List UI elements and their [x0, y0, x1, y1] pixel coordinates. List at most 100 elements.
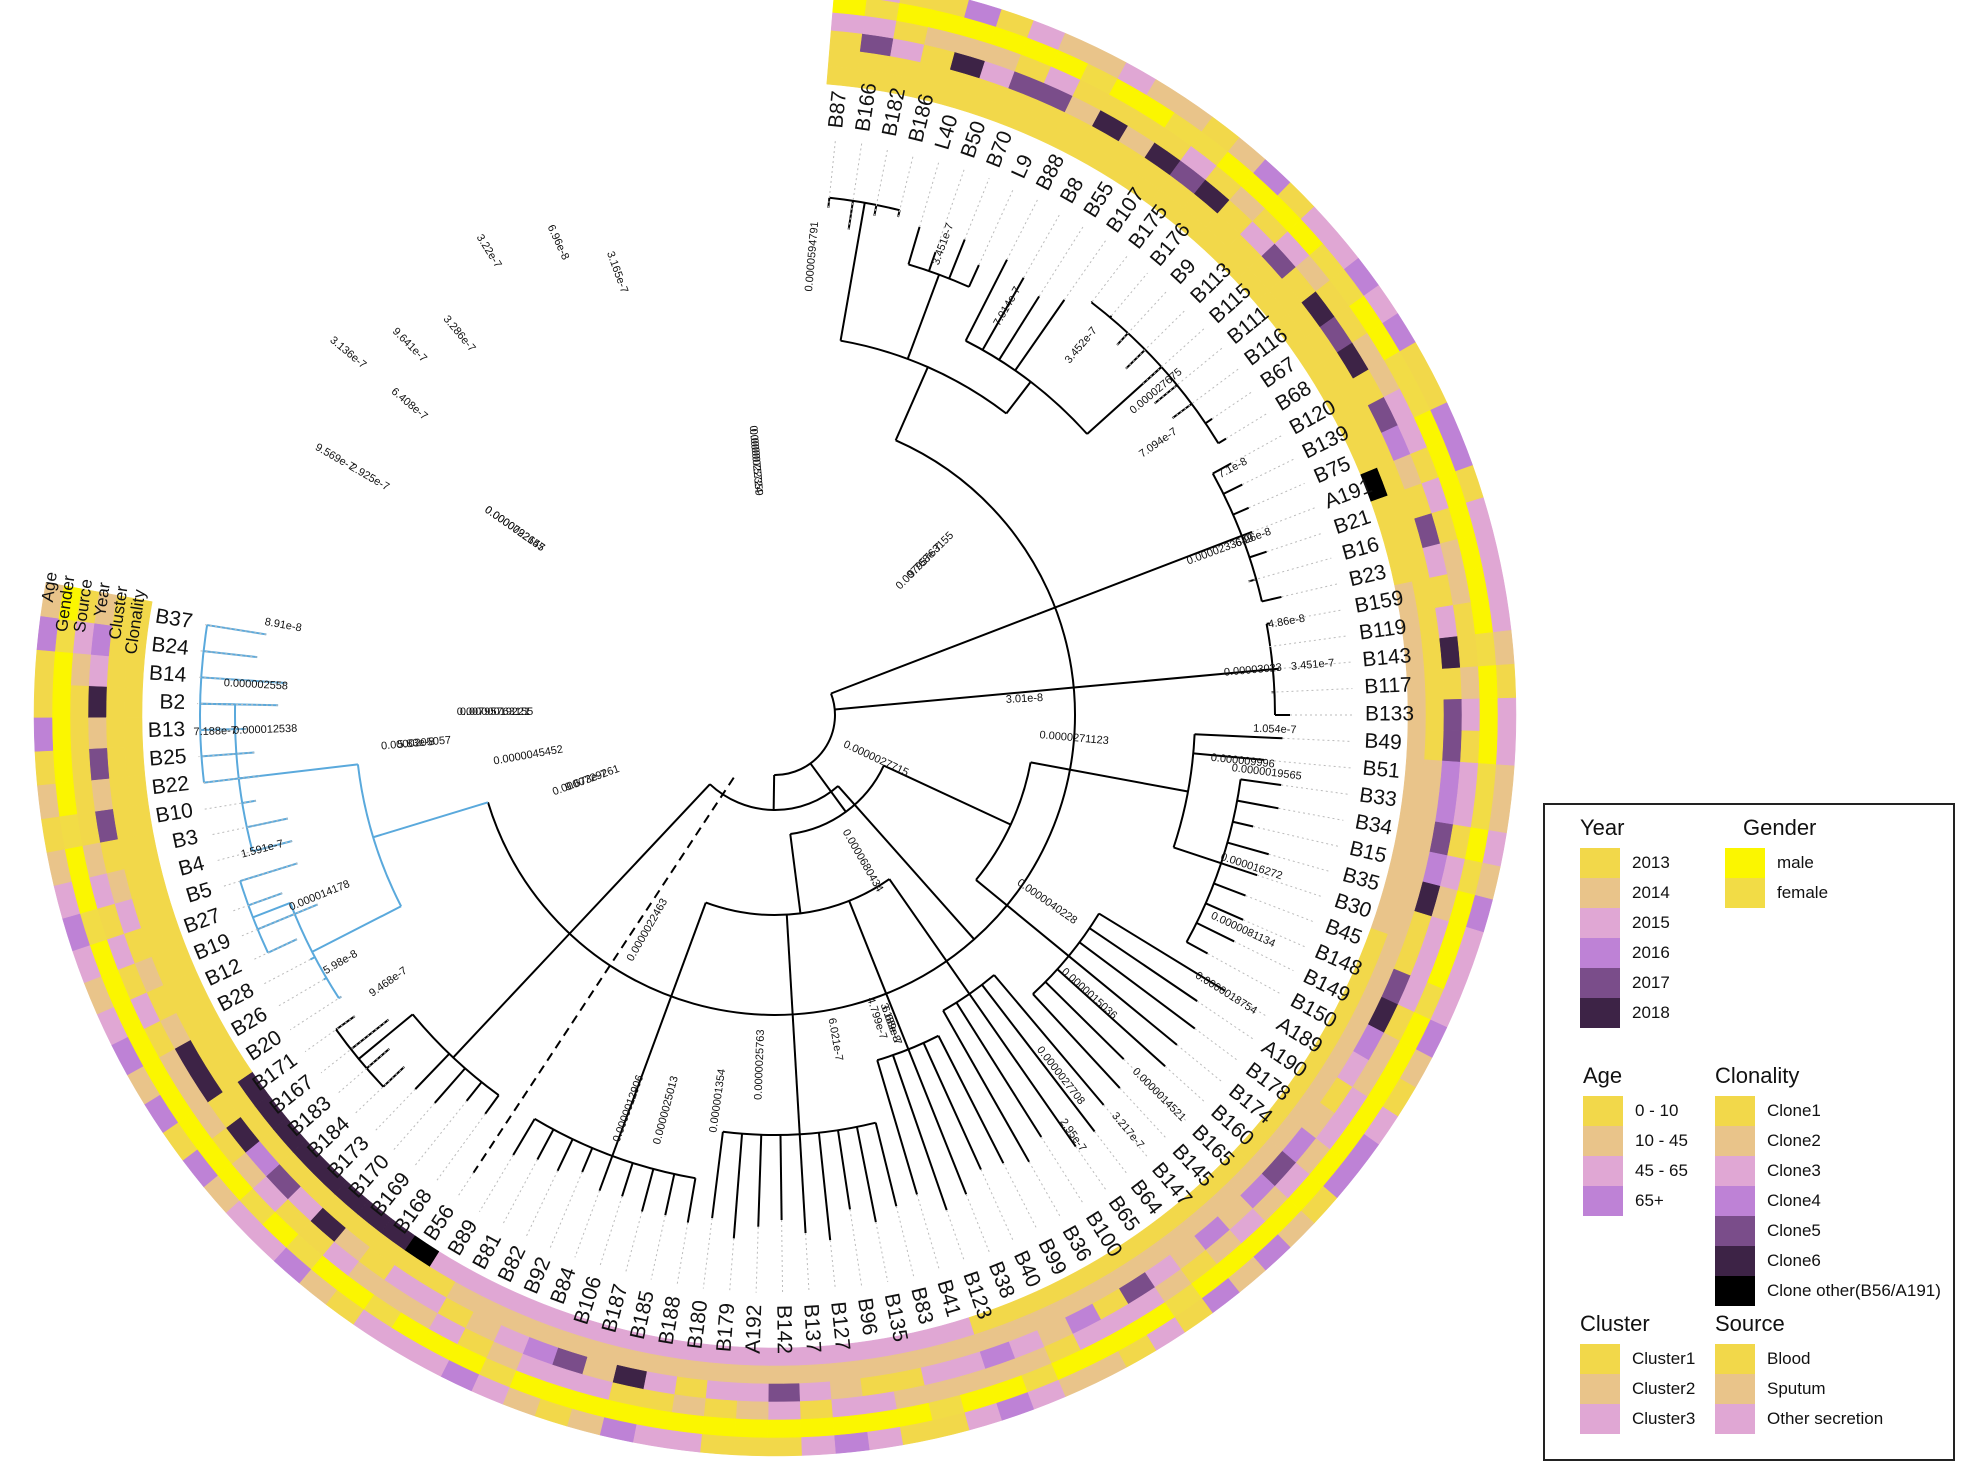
- ring-cell-cluster: [105, 686, 125, 718]
- branch-B75: [1232, 506, 1250, 516]
- branch-B150: [1186, 941, 1209, 955]
- branch-length-label: 3.451e-7: [930, 222, 956, 267]
- leaf-guide: [1075, 1146, 1106, 1190]
- ring-cell-source: [69, 716, 90, 750]
- branch-B89: [512, 1118, 536, 1156]
- leaf-label-B87: B87: [824, 90, 851, 130]
- leaf-label-B25: B25: [148, 745, 187, 771]
- branch-internal: [1005, 381, 1032, 415]
- branch-internal: [452, 932, 571, 1059]
- branch-B174: [1068, 955, 1178, 1046]
- legend-swatch: [1715, 1404, 1755, 1434]
- leaf-guide: [624, 1211, 643, 1274]
- leaf-guide: [964, 177, 990, 240]
- branch-internal: [888, 878, 971, 995]
- ring-cell-year: [768, 1383, 800, 1403]
- leaf-label-B180: B180: [683, 1299, 712, 1351]
- branch-arc: [487, 439, 1076, 1016]
- ring-cell-source: [1460, 730, 1481, 764]
- ring-cell-cluster: [737, 1364, 769, 1385]
- branch-B175: [1090, 301, 1093, 304]
- leaf-label-B21: B21: [1331, 505, 1374, 539]
- branch-length-label: 0.000012538: [233, 723, 298, 737]
- branch-B84: [598, 1155, 614, 1192]
- branch-B65: [968, 993, 1077, 1148]
- legend-year-title: Year: [1580, 815, 1625, 840]
- leaf-guide: [215, 840, 293, 862]
- legend-label: Cluster3: [1632, 1409, 1696, 1428]
- ring-cell-clonality: [1403, 758, 1425, 790]
- leaf-label-B188: B188: [655, 1294, 686, 1346]
- legend-swatch: [1715, 1216, 1755, 1246]
- branch-B96: [836, 1130, 851, 1210]
- branch-arc: [411, 1013, 500, 1097]
- branch-arc: [790, 765, 885, 835]
- legend-label: male: [1777, 853, 1814, 872]
- branch-internal: [906, 274, 941, 360]
- branch-length-label: 6.408e-7: [389, 386, 430, 423]
- ring-cell-cluster: [106, 655, 127, 688]
- legend-swatch: [1715, 1344, 1755, 1374]
- branch-length-label: 0.0000022359: [747, 425, 765, 496]
- branch-internal: [568, 783, 711, 935]
- leaf-guide: [1094, 1131, 1128, 1174]
- branch-B26: [323, 977, 327, 981]
- legend-item-source: Blood: [1715, 1344, 1810, 1374]
- branch-internal: [789, 833, 802, 914]
- leaf-label-B49: B49: [1364, 730, 1402, 755]
- legend-item-age: 45 - 65: [1583, 1156, 1688, 1186]
- leaf-guide: [456, 1172, 474, 1198]
- leaf-guide: [781, 1219, 784, 1293]
- ring-cell-age: [34, 750, 56, 786]
- ring-cell-year: [1439, 636, 1461, 670]
- leaf-guide: [204, 624, 267, 635]
- legend-swatch: [1583, 1126, 1623, 1156]
- ring-cell-year: [87, 685, 107, 718]
- leaf-guide: [1233, 941, 1294, 972]
- branch-A190: [1089, 927, 1198, 1002]
- leaf-guide: [1040, 1136, 1084, 1205]
- branch-B8: [981, 277, 1025, 351]
- ring-cell-age: [34, 649, 56, 685]
- legend-label: Clone5: [1767, 1221, 1821, 1240]
- leaf-label-B41: B41: [932, 1277, 965, 1319]
- leaf-guide: [650, 1214, 666, 1280]
- ring-cell-gender: [1478, 665, 1499, 700]
- branch-length-label: 0.0000015036: [1059, 966, 1119, 1022]
- branch-length-label: 4.86e-8: [1267, 613, 1306, 631]
- ring-cell-cluster: [827, 47, 861, 70]
- ring-cell-source: [70, 748, 92, 783]
- legend-swatch: [1715, 1374, 1755, 1404]
- branch-internal: [975, 879, 1070, 957]
- branch-B88: [964, 259, 1008, 342]
- ring-cell-age: [1497, 697, 1517, 733]
- leaf-guide: [549, 1171, 583, 1248]
- ring-cell-age: [1492, 764, 1515, 800]
- branch-length-label: 6.021e-7: [826, 1017, 845, 1062]
- legend-label: 2015: [1632, 913, 1670, 932]
- leaf-guide: [1271, 688, 1353, 693]
- branch-B28: [309, 956, 316, 961]
- leaf-guide: [320, 1019, 389, 1074]
- leaf-guide: [276, 979, 325, 1008]
- branch-length-label: 3.452e-7: [1063, 325, 1100, 366]
- ring-cell-clonality: [126, 774, 149, 807]
- legend-label: Clone1: [1767, 1101, 1821, 1120]
- branch-B185: [664, 1173, 676, 1216]
- ring-cell-gender: [51, 683, 71, 718]
- branch-internal: [311, 905, 402, 953]
- branch-B139: [1222, 483, 1243, 495]
- legend-swatch: [1715, 1156, 1755, 1186]
- leaf-guide: [1028, 1161, 1062, 1218]
- branch-arc: [942, 974, 995, 1012]
- leaf-label-B137: B137: [799, 1303, 825, 1353]
- leaf-label-B24: B24: [150, 633, 190, 660]
- ring-cell-source: [830, 12, 866, 34]
- leaf-guide: [1268, 853, 1332, 873]
- leaf-guide: [1103, 1104, 1148, 1158]
- leaf-guide: [434, 1113, 486, 1183]
- leaf-guide: [374, 1088, 416, 1132]
- leaf-label-B133: B133: [1365, 703, 1414, 726]
- branch-B15: [1232, 820, 1254, 828]
- legend-clonality-title: Clonality: [1715, 1063, 1800, 1088]
